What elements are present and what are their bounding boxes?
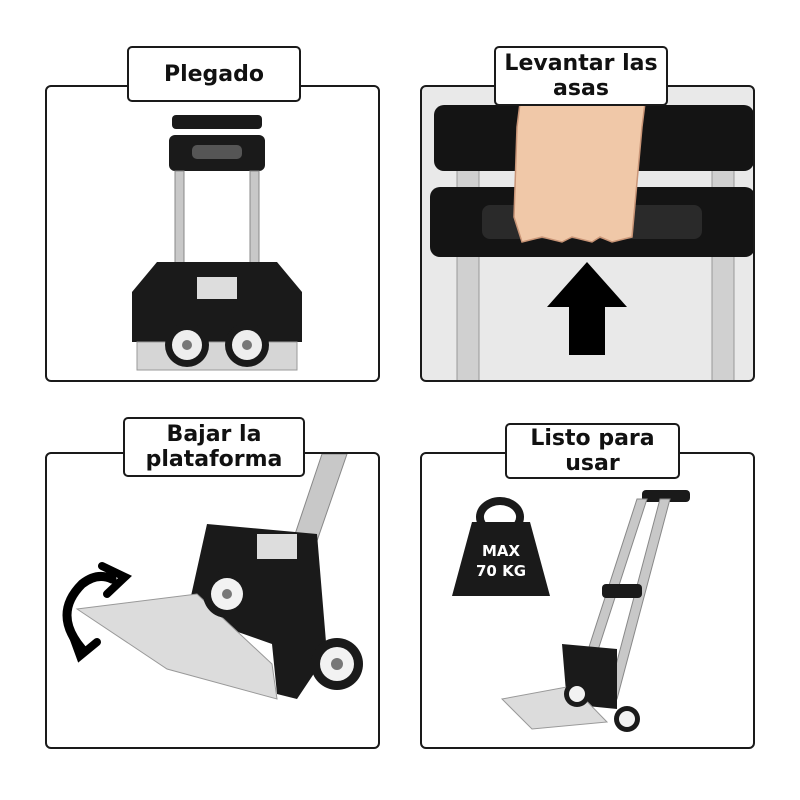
hand-illustration xyxy=(513,87,648,243)
panel-lower-platform xyxy=(45,452,380,749)
panel-title-ready: Listo para usar xyxy=(505,423,680,479)
panel-lift-handles xyxy=(420,85,755,382)
lift-handles-illustration xyxy=(430,87,753,380)
panel-ready: MAX 70 KG xyxy=(420,452,755,749)
folded-trolley-illustration xyxy=(132,115,302,371)
panel-title-lift-handles: Levantar las asas xyxy=(494,46,668,106)
panel-title-lower-platform: Bajar la plataforma xyxy=(123,417,305,477)
weight-icon xyxy=(452,497,550,596)
ready-trolley-illustration xyxy=(452,490,690,732)
up-arrow-icon xyxy=(547,262,627,355)
panel-folded xyxy=(45,85,380,382)
weight-label-kg: 70 KG xyxy=(475,562,527,580)
lower-platform-illustration xyxy=(62,454,363,700)
weight-label-max: MAX xyxy=(481,542,521,560)
rotate-arrow-icon xyxy=(62,562,132,663)
panel-title-folded: Plegado xyxy=(127,46,301,102)
